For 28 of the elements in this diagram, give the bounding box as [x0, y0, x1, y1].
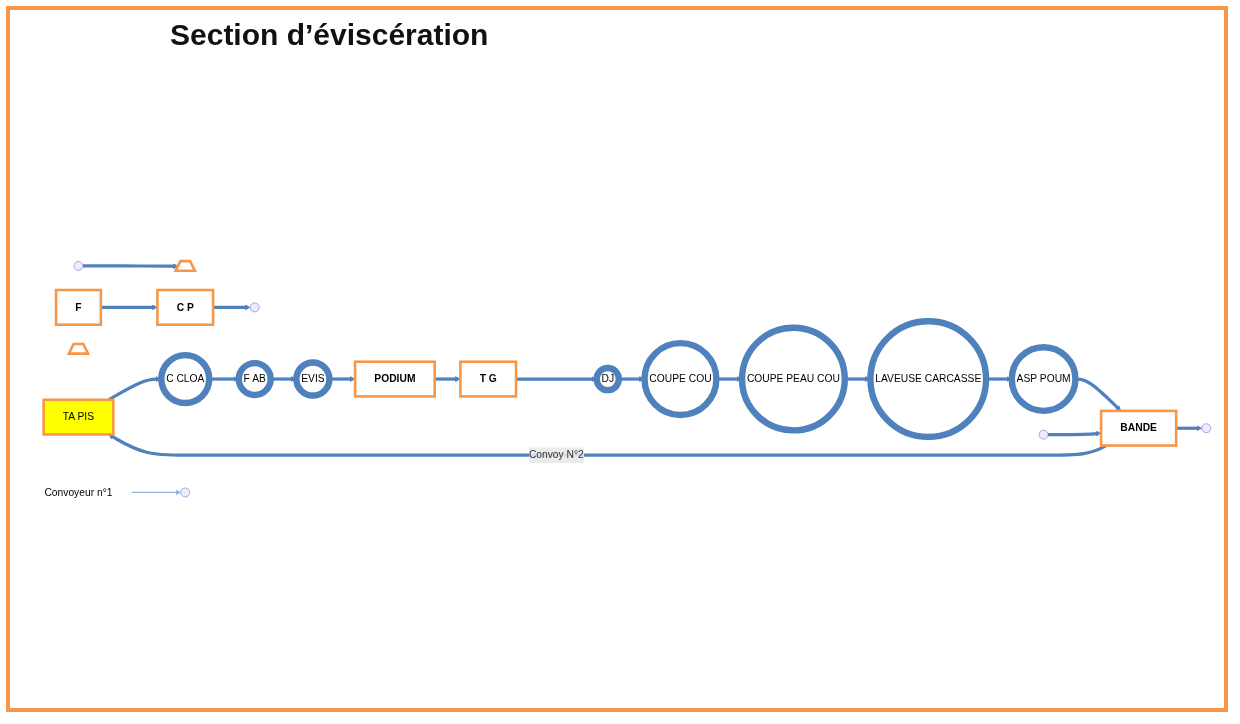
- arrow: [108, 433, 1107, 457]
- arrow: [82, 262, 179, 269]
- node-circle: DJ: [593, 364, 623, 393]
- node-box: F: [54, 288, 103, 326]
- node-circle: ASP POUM: [1008, 343, 1079, 414]
- node-circle: COUPE PEAU COU: [738, 324, 848, 434]
- node-trapezoid: [66, 342, 91, 355]
- arrow: [1048, 430, 1102, 436]
- node-box: BANDE: [1099, 409, 1178, 447]
- node-box: C P: [156, 288, 215, 326]
- edge-label: Convoy N°2: [528, 448, 584, 460]
- node-trapezoid: [173, 259, 197, 272]
- node-circle: EVIS: [293, 358, 333, 399]
- arrow: [213, 304, 251, 310]
- arrow: [131, 489, 182, 495]
- node-text: Convoyeur n°1: [44, 486, 113, 498]
- arrow: [329, 375, 356, 382]
- arrow: [1176, 424, 1203, 431]
- node-box: T G: [459, 359, 518, 398]
- node-circle: C CLOA: [158, 351, 213, 406]
- arrow: [434, 375, 461, 382]
- arrow: [100, 304, 158, 310]
- node-circle: LAVEUSE CARCASSE: [867, 317, 990, 440]
- node-box: TA PIS: [42, 398, 115, 436]
- node-circle: COUPE COU: [641, 339, 720, 418]
- node-circle: F AB: [235, 359, 274, 398]
- section-title: Section d’éviscération: [170, 18, 489, 52]
- node-box: PODIUM: [353, 359, 436, 398]
